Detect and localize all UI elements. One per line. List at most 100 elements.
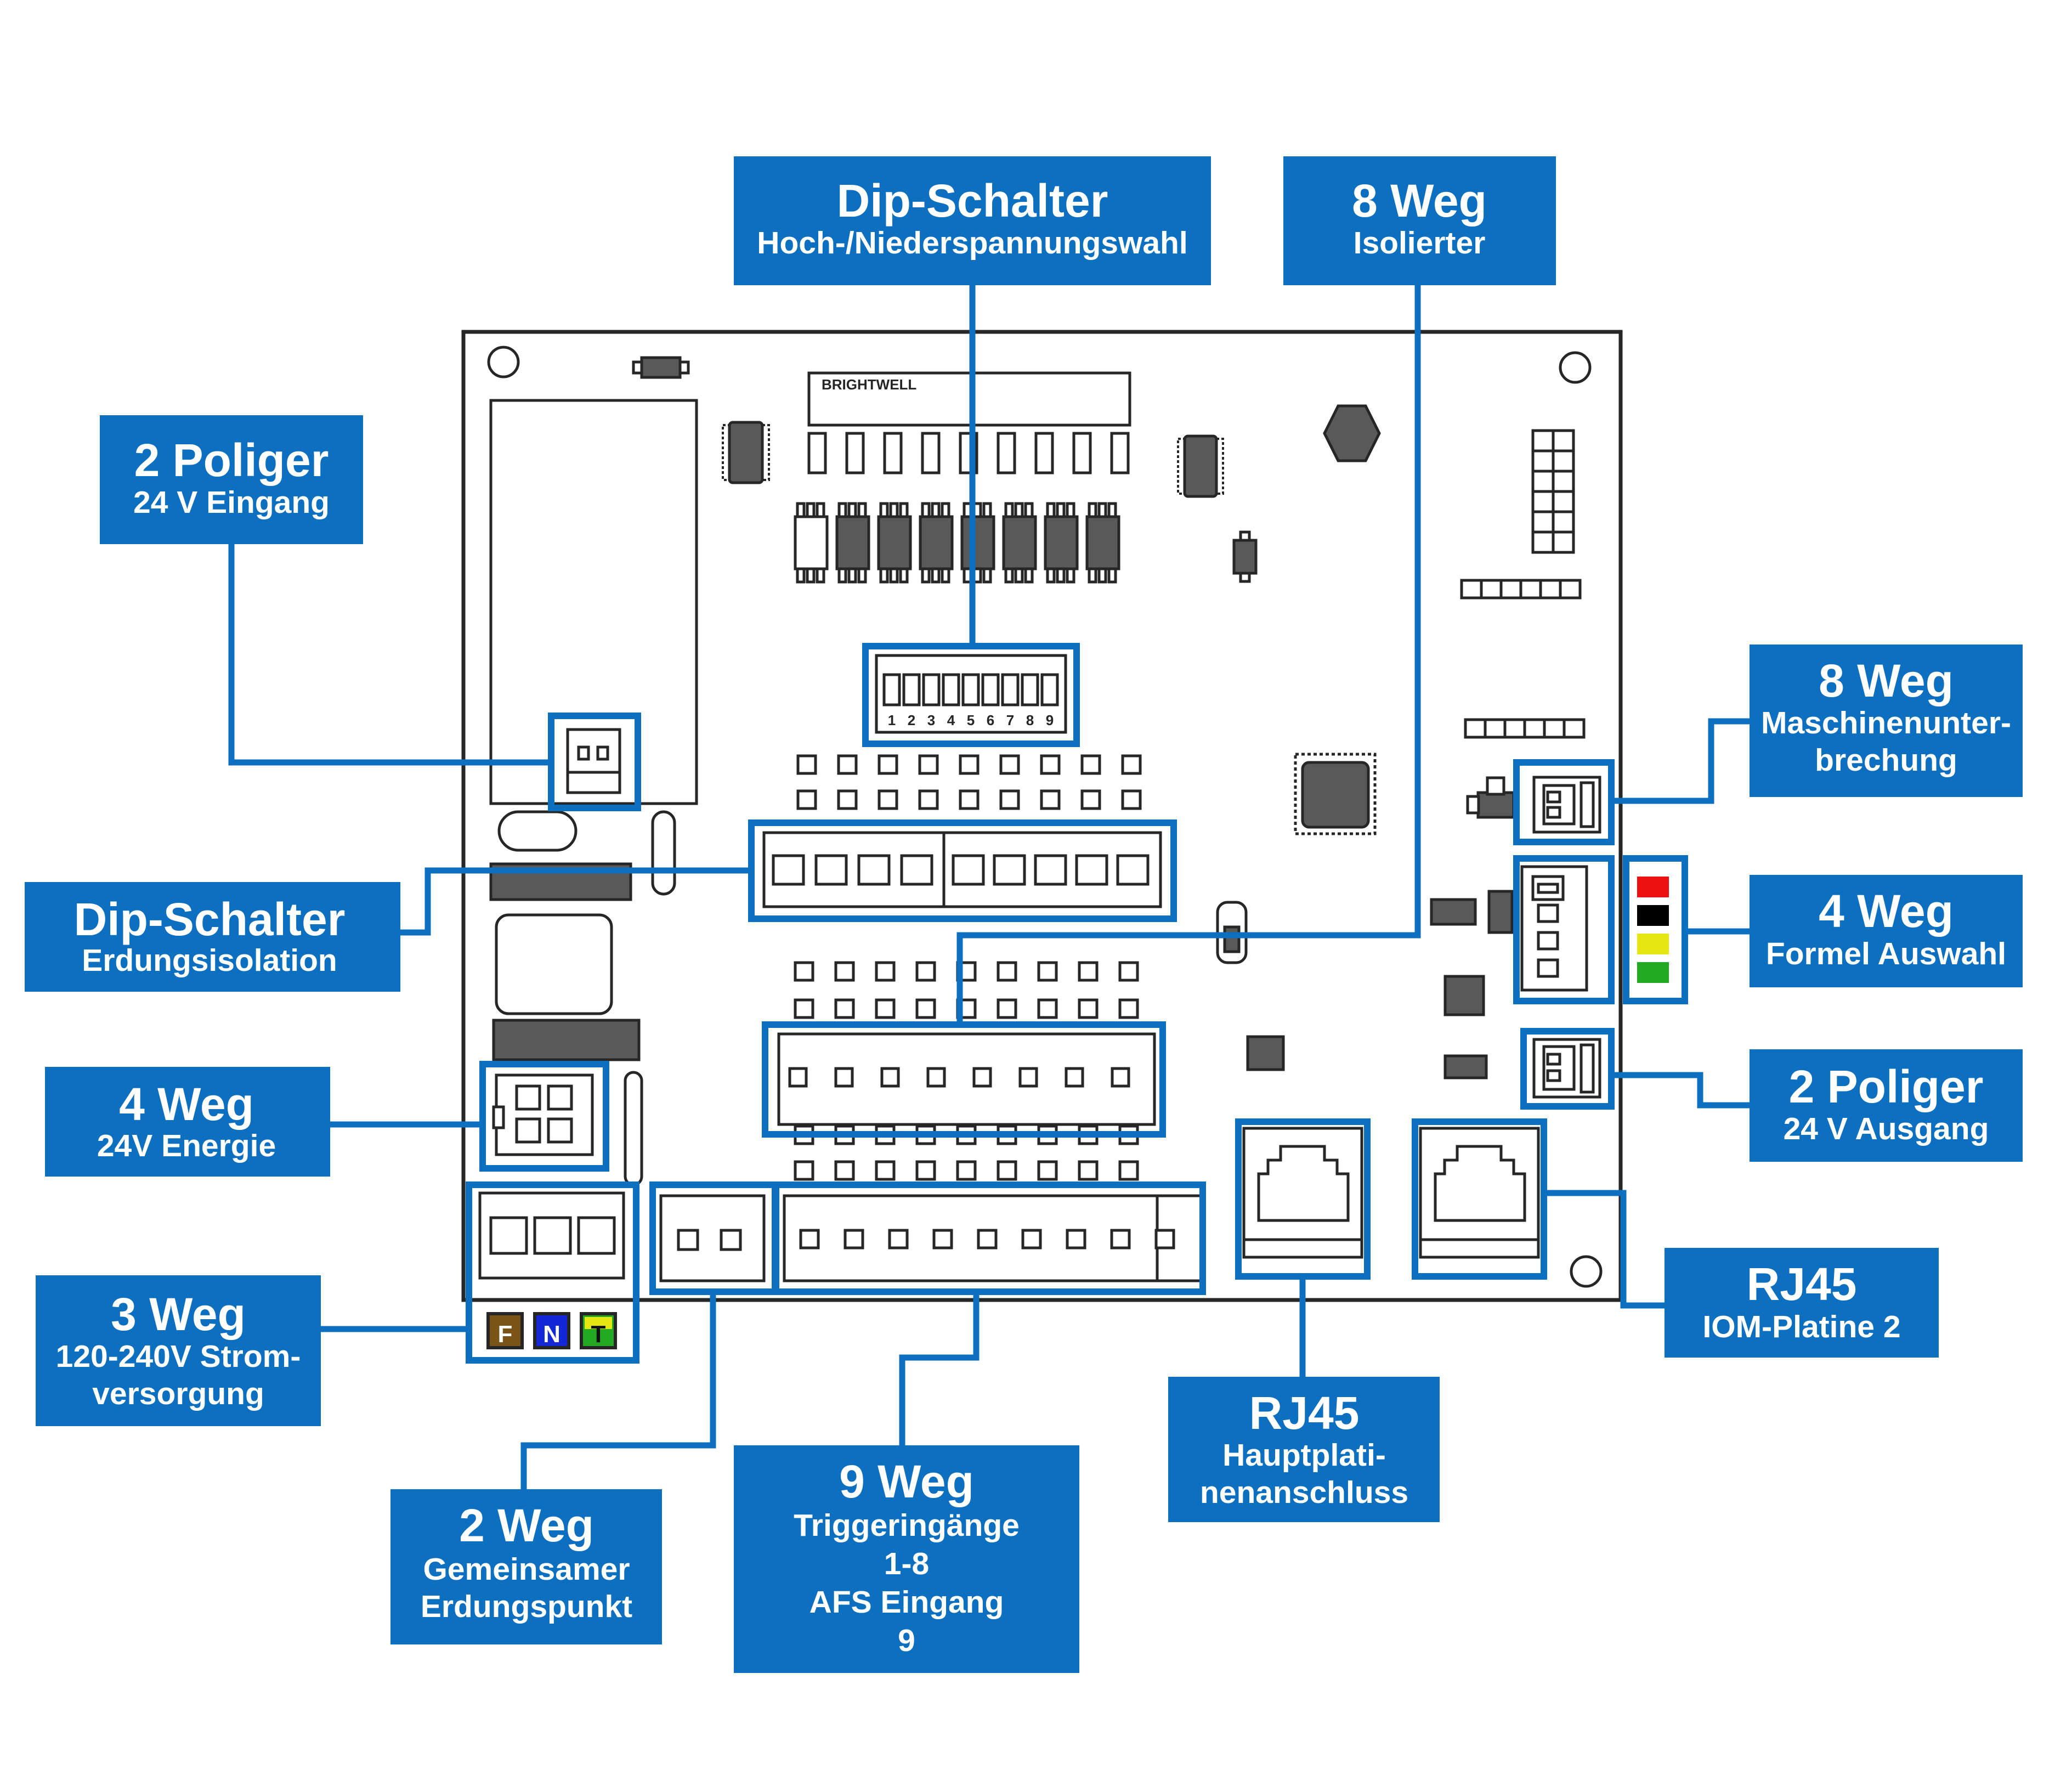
label-dip-hv-title: Dip-Schalter bbox=[837, 175, 1108, 227]
relay-pin bbox=[1056, 567, 1066, 584]
header-pin bbox=[1559, 579, 1582, 600]
dip-number: 2 bbox=[908, 712, 915, 728]
relay-pin bbox=[1046, 502, 1056, 518]
relay-pin bbox=[1014, 567, 1024, 584]
label-energy24-title: 4 Weg bbox=[119, 1078, 254, 1130]
fuse-slim-2 bbox=[624, 1071, 643, 1186]
dip-toggle bbox=[922, 673, 941, 706]
relay-pin bbox=[931, 502, 941, 518]
dip-toggle bbox=[882, 673, 901, 706]
leader-lines bbox=[228, 285, 1750, 1489]
header-pin bbox=[1531, 510, 1555, 534]
relay-pin bbox=[921, 567, 931, 584]
microcontroller bbox=[1294, 753, 1377, 835]
header-pin bbox=[1523, 718, 1546, 739]
trigger-pin bbox=[1110, 1229, 1131, 1250]
pad bbox=[837, 754, 858, 775]
header-horizontal-2 bbox=[1464, 718, 1586, 739]
pad bbox=[1040, 754, 1061, 775]
pad bbox=[959, 754, 980, 775]
header-pin bbox=[1499, 579, 1522, 600]
terminal-t: T bbox=[591, 1321, 606, 1348]
iso-pin bbox=[788, 1067, 808, 1088]
pad bbox=[794, 1160, 814, 1181]
relay-pin bbox=[857, 502, 867, 518]
dip-earth-toggle bbox=[952, 854, 985, 886]
header-pin bbox=[1484, 718, 1507, 739]
connector-ground-2way bbox=[659, 1194, 766, 1282]
header-pin bbox=[1531, 470, 1555, 493]
relay bbox=[1002, 515, 1037, 570]
header-pin bbox=[1543, 718, 1566, 739]
smd-mid-2 bbox=[1487, 890, 1514, 934]
relay-pin bbox=[857, 567, 867, 584]
resistor bbox=[1072, 432, 1092, 474]
header-pin bbox=[1539, 579, 1562, 600]
relay-pin bbox=[816, 567, 825, 584]
relay-bar-2 bbox=[492, 1019, 641, 1061]
header-pin bbox=[1531, 429, 1555, 453]
led-red bbox=[1637, 877, 1669, 897]
relay-pin bbox=[1014, 502, 1024, 518]
pad bbox=[878, 789, 898, 810]
pad bbox=[875, 1160, 896, 1181]
label-dip-earth-title: Dip-Schalter bbox=[74, 894, 346, 945]
label-rj45-iom: RJ45 IOM-Platine 2 bbox=[1665, 1248, 1939, 1358]
relay-pin bbox=[1107, 567, 1117, 584]
header-pin bbox=[1552, 449, 1575, 473]
pad bbox=[1118, 961, 1139, 982]
connector-24v-energy bbox=[495, 1073, 594, 1156]
relay-pin bbox=[921, 502, 931, 518]
small-smd-mid bbox=[1232, 539, 1258, 575]
label-out24: 2 Poliger 24 V Ausgang bbox=[1750, 1049, 2023, 1162]
fuse-slim bbox=[651, 810, 676, 896]
dip-number: 4 bbox=[947, 712, 955, 728]
label-rj45-main-sub-1: Hauptplati- bbox=[1222, 1438, 1386, 1473]
trigger-pin bbox=[1021, 1229, 1042, 1250]
label-machine8-sub-2: brechung bbox=[1815, 743, 1957, 778]
header-pin bbox=[1480, 579, 1503, 600]
label-trigger9-sub-3: AFS Eingang bbox=[809, 1585, 1004, 1620]
relay bbox=[794, 515, 829, 570]
iso-pin bbox=[1018, 1067, 1038, 1088]
pad bbox=[796, 754, 817, 775]
formula-leds bbox=[1637, 877, 1669, 983]
label-energy24: 4 Weg 24V Energie bbox=[45, 1067, 330, 1177]
pad bbox=[1118, 1160, 1139, 1181]
brand-label: BRIGHTWELL bbox=[822, 376, 916, 393]
dip-number: 8 bbox=[1026, 712, 1034, 728]
iso-pin bbox=[1111, 1067, 1130, 1088]
relay-pin bbox=[806, 502, 816, 518]
relay-pin bbox=[889, 502, 899, 518]
relay bbox=[1044, 515, 1079, 570]
label-iso8-sub: Isolierter bbox=[1354, 225, 1486, 261]
trigger-pin bbox=[888, 1229, 909, 1250]
dip-earth-toggle bbox=[900, 854, 933, 886]
label-machine8: 8 Weg Maschinenunter- brechung bbox=[1750, 645, 2023, 797]
pad bbox=[915, 998, 936, 1019]
resistor-row bbox=[807, 432, 1130, 474]
relay-pin bbox=[889, 567, 899, 584]
trigger-pin bbox=[799, 1229, 820, 1250]
resistor bbox=[883, 432, 903, 474]
trigger-pin bbox=[932, 1229, 953, 1250]
iso-pin bbox=[972, 1067, 992, 1088]
trigger-pin bbox=[1066, 1229, 1086, 1250]
relay-pin bbox=[1066, 502, 1075, 518]
terminal-f: F bbox=[498, 1321, 513, 1348]
relay-pin bbox=[1024, 567, 1034, 584]
pad bbox=[794, 998, 814, 1019]
dip-number: 1 bbox=[888, 712, 896, 728]
relay-pin bbox=[982, 567, 992, 584]
resistor bbox=[921, 432, 941, 474]
relay-pin bbox=[816, 502, 825, 518]
dip-earth-toggle bbox=[1075, 854, 1108, 886]
header-horizontal-1 bbox=[1460, 579, 1582, 600]
pad bbox=[999, 789, 1020, 810]
pad bbox=[1037, 1160, 1058, 1181]
smd-mid-6 bbox=[1476, 791, 1515, 819]
dip-toggle bbox=[961, 673, 980, 706]
dip-toggle bbox=[942, 673, 960, 706]
